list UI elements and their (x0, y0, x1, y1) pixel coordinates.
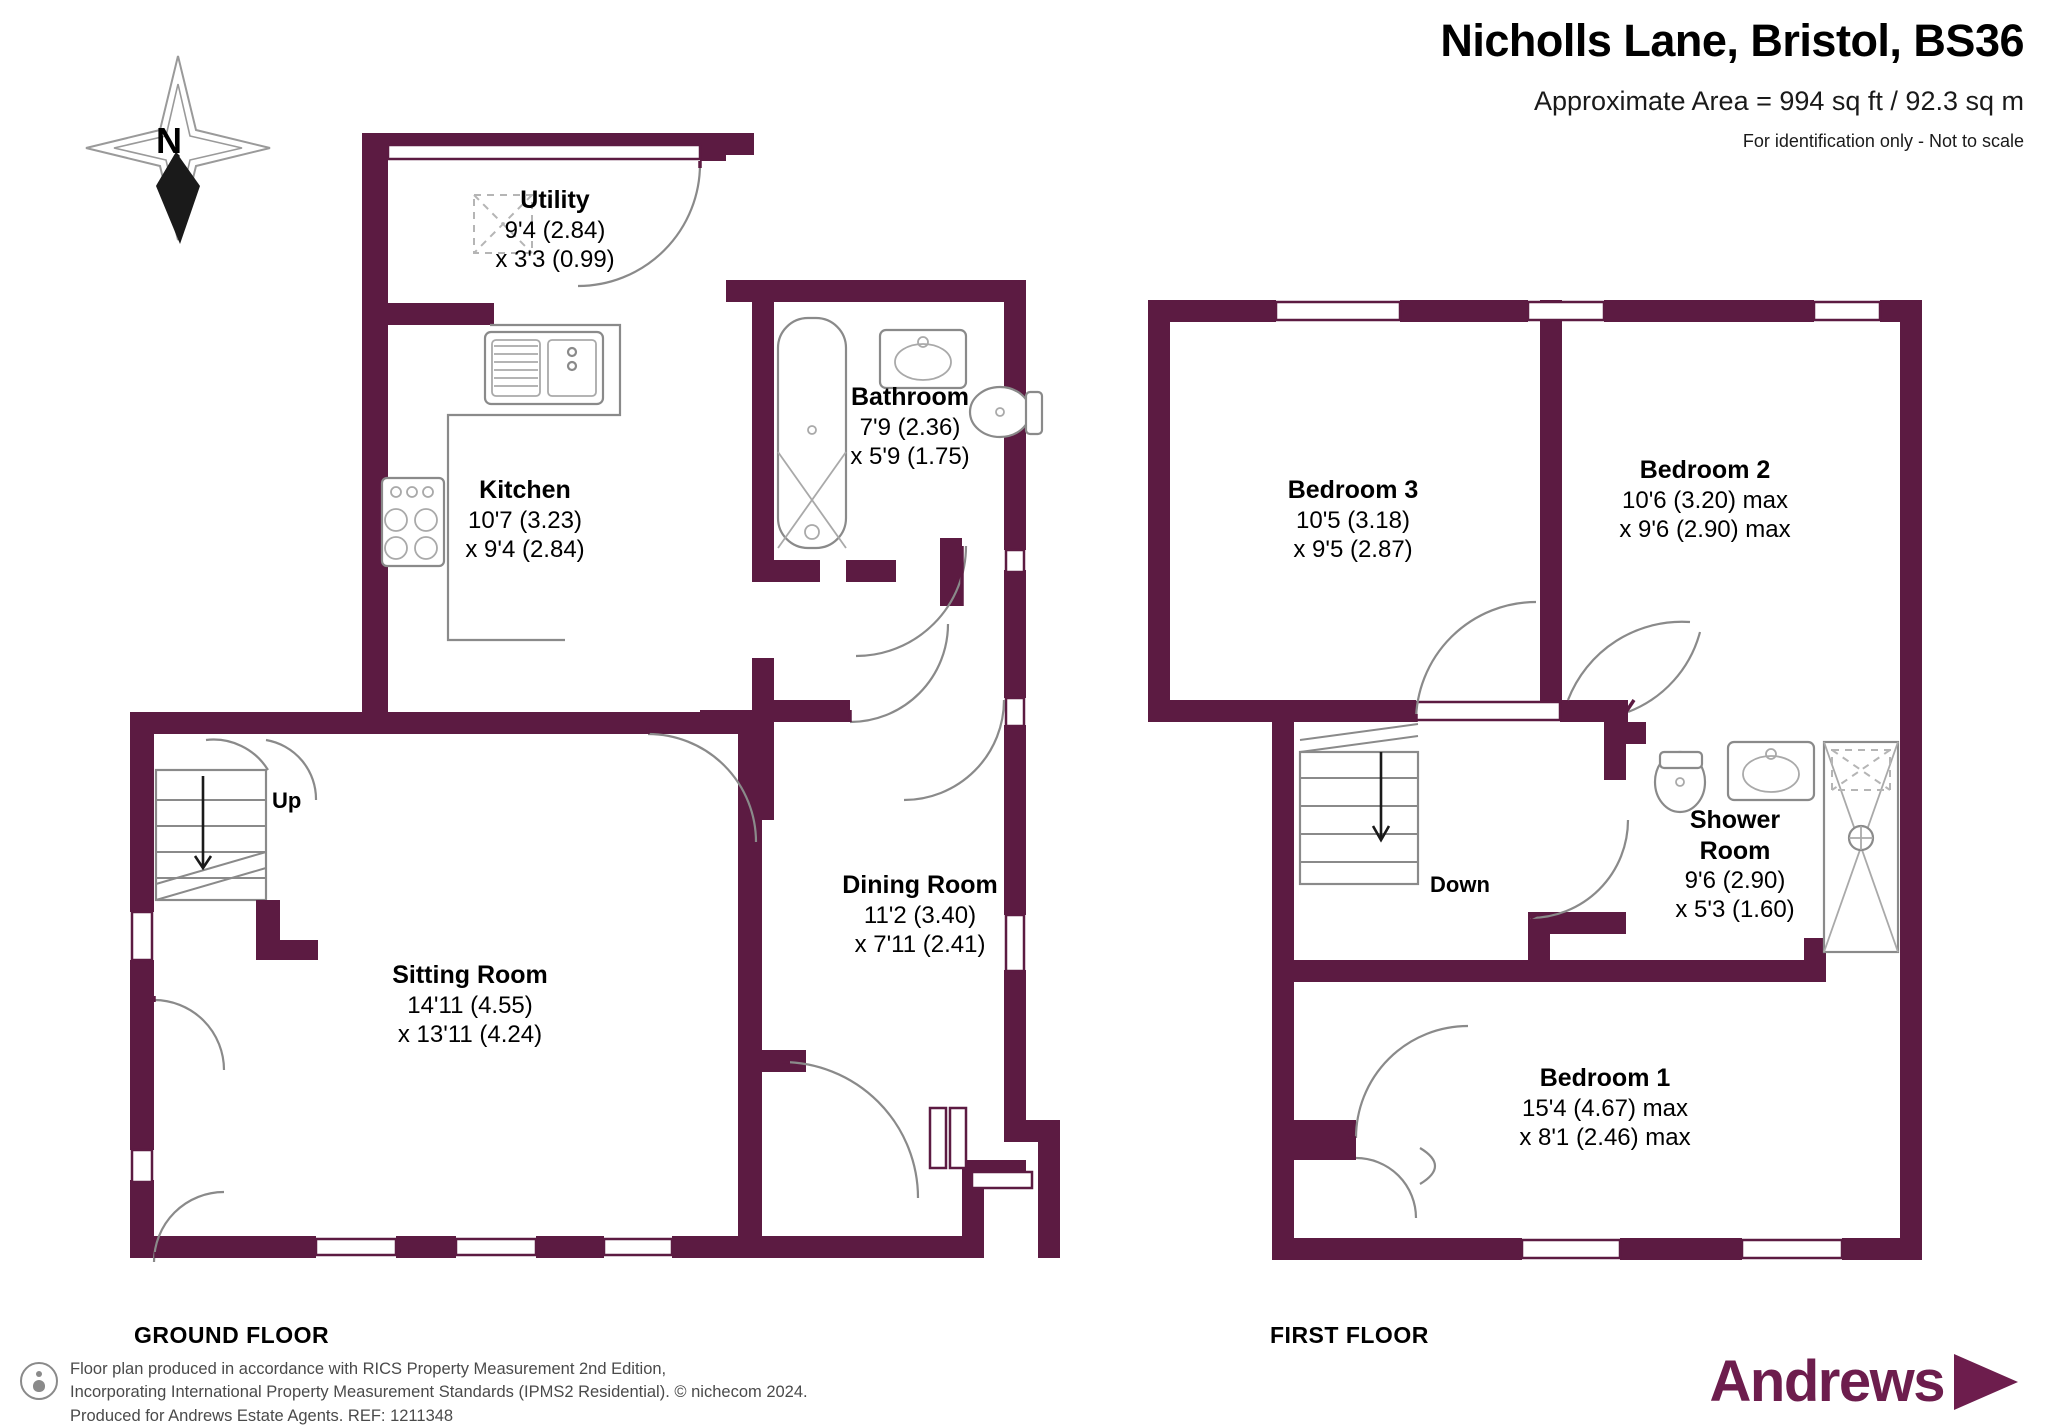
window (130, 910, 154, 962)
stairs-down-label: Down (1430, 872, 1490, 897)
window (1004, 548, 1026, 574)
window (602, 1237, 674, 1257)
room-label-bedroom1: Bedroom 1 15'4 (4.67) max x 8'1 (2.46) m… (1455, 1063, 1755, 1152)
window (1004, 696, 1026, 728)
room-label-bedroom3: Bedroom 3 10'5 (3.18) x 9'5 (2.87) (1228, 475, 1478, 564)
room-label-bathroom: Bathroom 7'9 (2.36) x 5'9 (1.75) (780, 382, 1040, 471)
brand-arrow-icon (1954, 1354, 2018, 1410)
kitchen-name: Kitchen (479, 476, 571, 504)
window (1812, 300, 1882, 322)
room-label-utility: Utility 9'4 (2.84) x 3'3 (0.99) (430, 185, 680, 274)
dining-dim-2: x 7'11 (2.41) (854, 930, 986, 958)
ground-floor-plan (130, 133, 1060, 1263)
dining-name: Dining Room (842, 871, 998, 899)
window (454, 1237, 538, 1257)
utility-name: Utility (520, 186, 590, 214)
page-title: Nicholls Lane, Bristol, BS36 (1440, 15, 2024, 66)
footer-text: Floor plan produced in accordance with R… (70, 1358, 808, 1428)
window (1526, 300, 1606, 322)
kitchen-dim-1: 10'7 (3.23) (468, 506, 582, 534)
compass-north-letter: N (156, 120, 182, 161)
bedroom1-name: Bedroom 1 (1539, 1064, 1671, 1092)
dining-dim-1: 11'2 (3.40) (863, 901, 977, 929)
bathroom-dim-1: 7'9 (2.36) (859, 413, 961, 441)
window (1520, 1238, 1622, 1260)
first-floor-stairs (1298, 723, 1420, 886)
bathroom-dim-2: x 5'9 (1.75) (850, 442, 970, 470)
ground-stairs (154, 738, 318, 902)
kitchen-dim-2: x 9'4 (2.84) (465, 535, 585, 563)
first-floor-door-swings (1294, 600, 1702, 1219)
utility-dim-1: 9'4 (2.84) (504, 216, 606, 244)
bathroom-fixtures (776, 316, 1044, 550)
utility-appliance-icon (473, 194, 533, 254)
bedroom2-name: Bedroom 2 (1639, 456, 1771, 484)
shower-room-fixtures (1653, 740, 1900, 954)
window (1414, 700, 1562, 722)
footer: Floor plan produced in accordance with R… (20, 1358, 808, 1428)
shower-name-line1: Shower (1689, 806, 1781, 834)
bedroom2-dim-1: 10'6 (3.20) max (1622, 486, 1788, 514)
brand-name: Andrews (1709, 1349, 1946, 1414)
bedroom3-dim-2: x 9'5 (2.87) (1293, 535, 1413, 563)
room-label-shower: Shower Room 9'6 (2.90) x 5'3 (1.60) (1630, 805, 1840, 925)
bedroom2-dim-2: x 9'6 (2.90) max (1619, 515, 1791, 543)
footer-line-1: Floor plan produced in accordance with R… (70, 1360, 667, 1378)
approximate-area: Approximate Area = 994 sq ft / 92.3 sq m (1533, 85, 2024, 116)
first-floor-caption: FIRST FLOOR (1270, 1322, 1429, 1348)
window (1274, 300, 1402, 322)
window (1004, 913, 1026, 973)
kitchen-fixtures (380, 323, 622, 642)
sitting-dim-1: 14'11 (4.55) (407, 991, 533, 1019)
footer-line-3: Produced for Andrews Estate Agents. REF:… (70, 1406, 454, 1425)
plan-header: Nicholls Lane, Bristol, BS36 Approximate… (824, 0, 2024, 152)
compass-rose (85, 55, 271, 244)
bedroom1-dim-1: 15'4 (4.67) max (1522, 1094, 1688, 1122)
room-label-sitting: Sitting Room 14'11 (4.55) x 13'11 (4.24) (330, 960, 610, 1049)
ground-floor-caption: GROUND FLOOR (134, 1322, 330, 1348)
shower-dim-1: 9'6 (2.90) (1684, 867, 1786, 894)
identification-note: For identification only - Not to scale (1742, 130, 2024, 151)
room-label-dining: Dining Room 11'2 (3.40) x 7'11 (2.41) (790, 870, 1050, 959)
first-floor-plan (1148, 300, 1922, 1260)
sitting-name: Sitting Room (392, 961, 548, 989)
bedroom3-dim-1: 10'5 (3.18) (1296, 506, 1410, 534)
bathroom-name: Bathroom (850, 383, 970, 411)
stairs-up-label: Up (272, 788, 302, 813)
room-label-bedroom2: Bedroom 2 10'6 (3.20) max x 9'6 (2.90) m… (1560, 455, 1850, 544)
window (314, 1237, 398, 1257)
shower-name-line2: Room (1699, 836, 1771, 865)
ground-door-swings (152, 161, 1006, 1263)
footer-line-2: Incorporating International Property Mea… (70, 1383, 808, 1402)
utility-dim-2: x 3'3 (0.99) (495, 245, 615, 273)
andrews-brand-logo[interactable]: Andrews (1710, 1350, 2022, 1414)
bedroom1-dim-2: x 8'1 (2.46) max (1519, 1123, 1691, 1151)
window (386, 143, 702, 161)
rics-badge-icon (20, 1362, 58, 1400)
window (1740, 1238, 1844, 1260)
window (970, 1170, 1034, 1190)
shower-dim-2: x 5'3 (1.60) (1675, 896, 1795, 924)
sitting-dim-2: x 13'11 (4.24) (397, 1020, 543, 1048)
room-label-kitchen: Kitchen 10'7 (3.23) x 9'4 (2.84) (400, 475, 650, 564)
window (130, 1148, 154, 1184)
bedroom3-name: Bedroom 3 (1287, 476, 1419, 504)
